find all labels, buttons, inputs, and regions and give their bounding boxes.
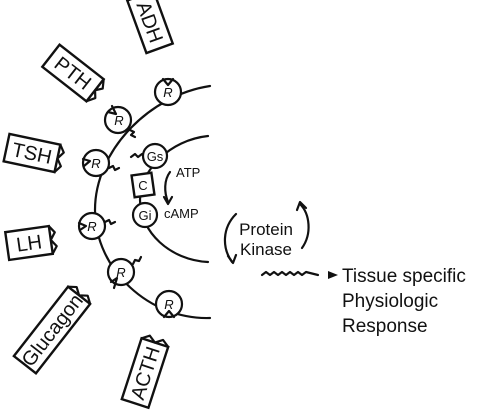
response-wavy-arrow [260,270,320,277]
receptor-lh: R [77,211,117,241]
pth-hormone: PTH [40,43,106,103]
lh-label: LH [15,231,43,256]
receptor-glucagon-label: R [116,265,125,280]
receptor-pth: R [103,104,137,139]
lh-hormone: LH [3,224,58,262]
receptor-tsh: R [81,148,121,178]
protein-kinase: Protein Kinase [223,200,310,265]
adh-hormone: ADH [125,0,175,55]
tsh-hormone: TSH [2,132,65,174]
receptor-adh-label: R [163,85,172,100]
gs-protein: Gs [129,142,169,170]
receptor-glucagon: R [106,255,143,290]
gs-link-squiggle [129,152,144,159]
glucagon-hormone: Glucagon [12,285,92,375]
gs-label: Gs [147,149,164,164]
response-line3: Response [342,316,428,337]
receptor-tsh-label: R [91,156,100,171]
receptor-acth-label: R [164,297,173,312]
receptor-lh-label: R [87,219,96,234]
kinase-line1: Protein [239,220,293,239]
c-label: C [138,178,147,193]
response-line2: Physiologic [342,291,438,312]
cell-membrane-inner [138,134,210,264]
glucagon-label: Glucagon [18,290,88,371]
atp-arrowhead [162,195,174,206]
receptor-acth: R [154,289,184,319]
atp-label: ATP [176,165,200,180]
receptor-adh: R [153,77,183,107]
receptor-pth-label: R [114,113,123,128]
catalytic-unit: C [130,171,156,199]
acth-hormone: ACTH [120,334,170,410]
gi-protein: Gi [131,201,159,229]
gi-label: Gi [139,208,152,223]
atp-to-camp-arrow [164,170,172,204]
kinase-right-arrow [298,202,310,250]
kinase-left-arrow [223,212,238,264]
camp-label: cAMP [164,206,199,221]
response-arrowhead [328,271,338,279]
kinase-line2: Kinase [240,240,292,259]
response-line1: Tissue specific [342,266,466,287]
